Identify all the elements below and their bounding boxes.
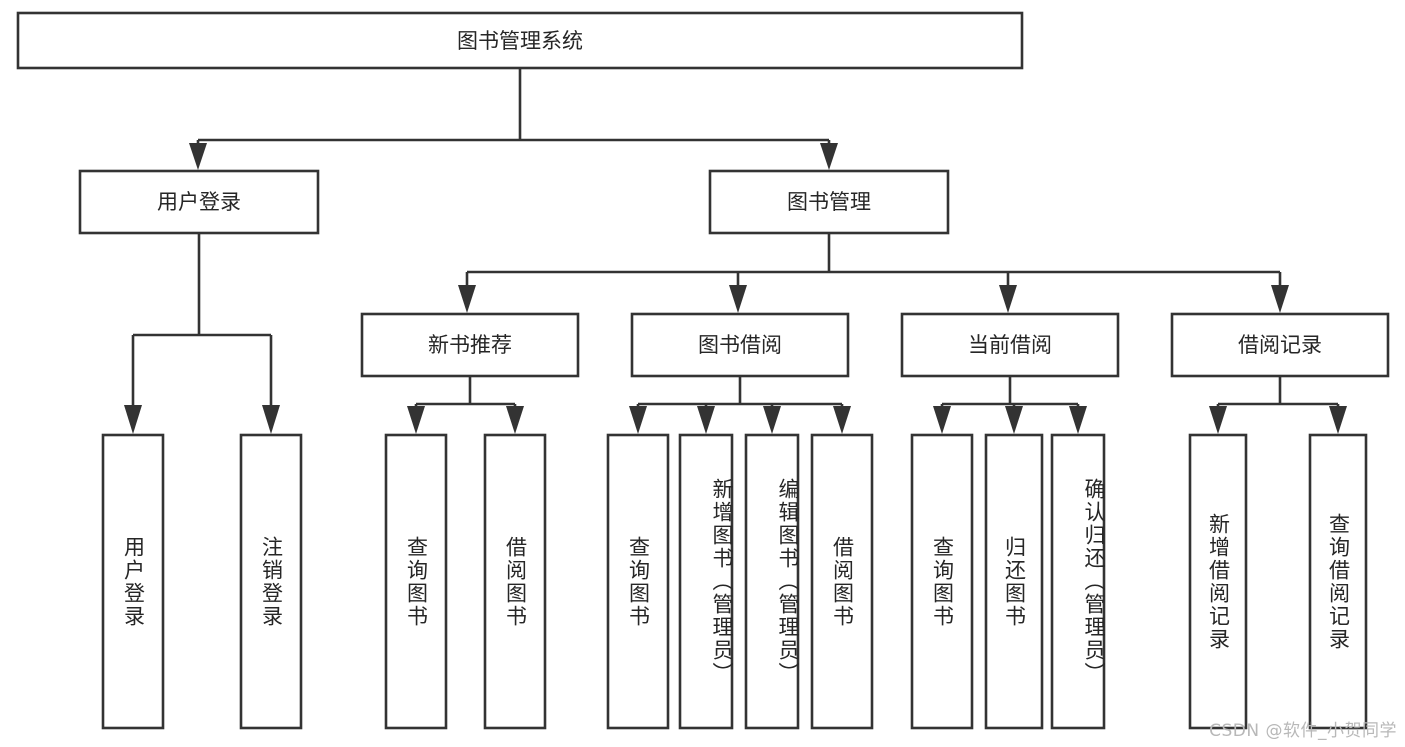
- arrow-head-icon: [933, 406, 951, 434]
- arrow-head-icon: [124, 405, 142, 434]
- arrow-head-icon: [1271, 285, 1289, 313]
- node-book-borrow-label: 图书借阅: [698, 333, 782, 357]
- node-leaf-edit-book-admin[interactable]: [744, 433, 800, 730]
- arrow-head-icon: [729, 285, 747, 313]
- node-book-management-label: 图书管理: [787, 190, 871, 214]
- arrow-head-icon: [999, 285, 1017, 313]
- node-book-management[interactable]: [708, 169, 950, 235]
- node-leaf-user-login[interactable]: [101, 433, 165, 730]
- node-root-label: 图书管理系统: [457, 29, 583, 53]
- node-user-login[interactable]: [78, 169, 320, 235]
- arrow-head-icon: [629, 406, 647, 434]
- node-leaf-return-book[interactable]: [984, 433, 1044, 730]
- node-new-book-recommend[interactable]: [360, 312, 580, 378]
- node-book-borrow[interactable]: [630, 312, 850, 378]
- arrow-head-icon: [1329, 406, 1347, 434]
- node-leaf-borrow-book-2[interactable]: [810, 433, 874, 730]
- arrow-head-icon: [1069, 406, 1087, 434]
- arrow-head-icon: [1005, 406, 1023, 434]
- node-leaf-query-book-2[interactable]: [606, 433, 670, 730]
- node-current-borrow-label: 当前借阅: [968, 333, 1052, 357]
- node-leaf-add-borrow-record[interactable]: [1188, 433, 1248, 730]
- node-leaf-query-borrow-record[interactable]: [1308, 433, 1368, 730]
- arrow-head-icon: [189, 143, 207, 170]
- node-leaf-query-book-3[interactable]: [910, 433, 974, 730]
- node-current-borrow[interactable]: [900, 312, 1120, 378]
- node-leaf-query-book-1[interactable]: [384, 433, 448, 730]
- arrow-head-icon: [506, 406, 524, 434]
- arrow-head-icon: [820, 143, 838, 170]
- node-borrow-records-label: 借阅记录: [1238, 333, 1322, 357]
- arrow-head-icon: [697, 406, 715, 434]
- node-borrow-records[interactable]: [1170, 312, 1390, 378]
- node-box-group: 图书管理系统 用户登录 图书管理 新书推荐 图书借阅 当前借阅 借阅记录: [16, 11, 1390, 730]
- node-user-login-label: 用户登录: [157, 190, 241, 214]
- node-leaf-logout-login[interactable]: [239, 433, 303, 730]
- arrow-head-icon: [833, 406, 851, 434]
- watermark-text: CSDN @软件_小贺同学: [1209, 721, 1397, 741]
- arrow-head-icon: [407, 406, 425, 434]
- arrow-head-icon: [763, 406, 781, 434]
- node-new-book-recommend-label: 新书推荐: [428, 333, 512, 357]
- node-leaf-confirm-return-admin[interactable]: [1050, 433, 1106, 730]
- arrow-head-icon: [1209, 406, 1227, 434]
- arrow-head-icon: [262, 405, 280, 434]
- node-leaf-add-book-admin[interactable]: [678, 433, 734, 730]
- node-leaf-borrow-book-1[interactable]: [483, 433, 547, 730]
- arrow-head-icon: [458, 285, 476, 313]
- node-root[interactable]: [16, 11, 1024, 70]
- connector-group: [124, 68, 1347, 434]
